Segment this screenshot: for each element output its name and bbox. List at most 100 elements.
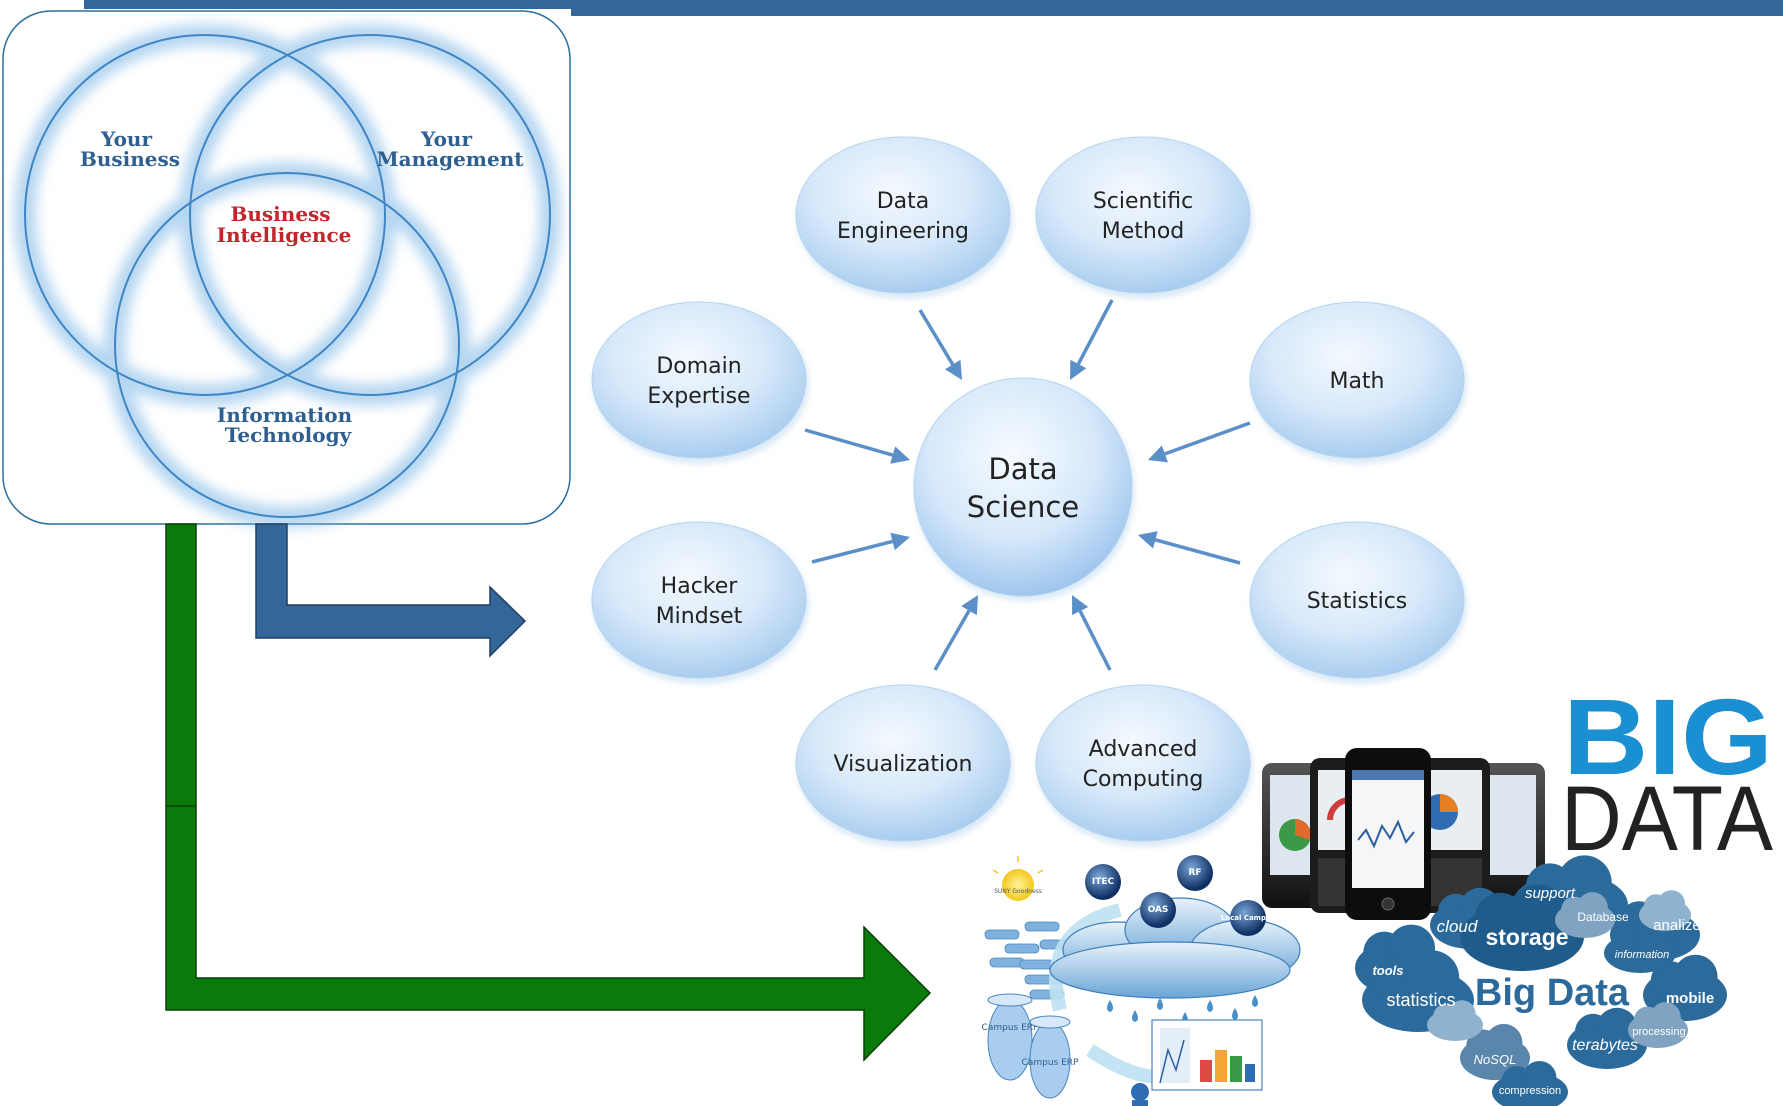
arrow-statistics <box>1154 538 1241 565</box>
bubble-label-advanced-computing-2: Computing <box>1083 767 1204 792</box>
bubble-label-advanced-computing-1: Advanced <box>1089 737 1198 762</box>
word-cloud-shape <box>1427 1000 1483 1041</box>
svg-text:Your Management: Your Management <box>377 127 525 171</box>
bubble-label-domain-expertise-2: Expertise <box>647 384 750 409</box>
arrowhead-scientific-method <box>1070 359 1087 380</box>
venn-label-bi-2: Intelligence <box>217 223 352 247</box>
arrow-scientific-method <box>1076 299 1114 365</box>
bubble-label-data-engineering-2: Engineering <box>837 219 969 244</box>
arrow-visualization <box>933 609 971 671</box>
green-arrow <box>165 523 932 1062</box>
arrowhead-domain-expertise <box>890 446 910 464</box>
local-campus-node <box>1230 900 1266 936</box>
bubble-label-scientific-method-1: Scientific <box>1093 189 1193 214</box>
svg-text:OAS: OAS <box>1148 905 1169 915</box>
data-science-diagram: DataEngineeringScientificMethodDomainExp… <box>591 136 1467 847</box>
bubble-visualization: Visualization <box>795 684 1013 847</box>
cloud-word-terabytes: terabytes <box>1572 1037 1638 1054</box>
cloud-word-nosql: NoSQL <box>1474 1052 1517 1067</box>
venn-label-management-2: Management <box>377 147 525 171</box>
bubble-label-data-engineering-1: Data <box>877 189 930 214</box>
data-science-arrows <box>804 299 1251 671</box>
bubble-label-math-1: Math <box>1329 369 1384 394</box>
arrowhead-math <box>1148 445 1168 463</box>
bubble-label-scientific-method-2: Method <box>1102 219 1185 244</box>
word-cloud-shape <box>1460 884 1584 971</box>
bubble-label-hacker-mindset-1: Hacker <box>661 574 739 599</box>
venn-circle-it <box>114 172 460 518</box>
svg-text:Your Business: Your Business <box>80 127 180 171</box>
svg-text:ITEC: ITEC <box>1092 877 1115 887</box>
cloud-word-compression: compression <box>1499 1085 1561 1097</box>
venn-label-it-2: Technology <box>225 423 353 447</box>
word-cloud-shape <box>1555 892 1615 938</box>
cloud-word-mobile: mobile <box>1666 990 1714 1007</box>
arrow-data-engineering <box>918 309 955 366</box>
cloud-word-tools: tools <box>1372 963 1403 978</box>
big-data-logo: BIG DATA <box>1561 676 1774 870</box>
sun-label: SUNY Goodness <box>994 888 1042 895</box>
center-label-1: Data <box>988 452 1057 486</box>
venn-circle-management <box>189 34 551 396</box>
arrowhead-data-engineering <box>945 359 962 380</box>
venn-diagram: Your Business Your Management Business I… <box>2 10 571 528</box>
bubble-label-hacker-mindset-2: Mindset <box>656 604 743 629</box>
arrow-math <box>1164 421 1251 456</box>
venn-label-business-2: Business <box>80 147 180 171</box>
big-data-title: Big Data <box>1475 972 1630 1014</box>
svg-text:Local Campus: Local Campus <box>1221 914 1275 922</box>
smartphones-image <box>1262 748 1545 920</box>
svg-text:Business Intelligence: Business Intelligence <box>217 202 352 247</box>
cloud-word-analize: analize <box>1653 917 1701 934</box>
word-cloud-shape <box>1492 1061 1568 1106</box>
cloud-word-storage: storage <box>1485 924 1568 950</box>
arrowhead-statistics <box>1138 531 1158 549</box>
venn-label-bi-1: Business <box>230 202 330 226</box>
blue-arrow <box>255 523 527 658</box>
bubble-statistics: Statistics <box>1249 521 1467 684</box>
venn-label-it-1: Information <box>217 403 353 427</box>
center-label-2: Science <box>967 490 1079 524</box>
svg-text:Information Technology: Information Technology <box>217 403 359 447</box>
cloud-word-information: information <box>1615 949 1669 961</box>
word-cloud-shape <box>1628 1002 1688 1048</box>
venn-circle-business <box>24 34 386 396</box>
svg-text:RF: RF <box>1188 868 1201 878</box>
campus-cloud-illustration: SUNY Goodness Campus ERP Campus ERP <box>982 855 1301 1106</box>
cloud-word-cloud: cloud <box>1437 917 1478 936</box>
cloud-word-statistics: statistics <box>1386 990 1455 1010</box>
db-label-1: Campus ERP <box>982 1023 1039 1033</box>
arrowhead-visualization <box>961 595 978 616</box>
cloud-word-database: Database <box>1577 910 1629 924</box>
bubble-label-statistics-1: Statistics <box>1307 589 1408 614</box>
word-cloud-shape <box>1567 1007 1647 1069</box>
word-cloud-shape <box>1604 922 1676 973</box>
big-logo-line1: BIG <box>1563 676 1773 797</box>
bubble-label-domain-expertise-1: Domain <box>656 354 741 379</box>
arrowhead-hacker-mindset <box>890 532 910 551</box>
venn-label-management-1: Your <box>420 127 472 151</box>
itec-node <box>1085 864 1121 900</box>
cloud-word-support: support <box>1525 885 1576 902</box>
venn-label-business-1: Your <box>100 127 152 151</box>
bubble-math: Math <box>1249 301 1467 464</box>
arrow-hacker-mindset <box>811 539 893 564</box>
sun-icon <box>1002 869 1034 901</box>
cloud-word-processing: processing <box>1632 1026 1685 1038</box>
rf-node <box>1177 855 1213 891</box>
oas-node <box>1140 892 1176 928</box>
arrowhead-advanced-computing <box>1072 595 1089 616</box>
bubble-label-visualization-1: Visualization <box>834 752 973 777</box>
arrow-domain-expertise <box>804 428 894 457</box>
word-cloud-shape <box>1639 890 1691 931</box>
db-label-2: Campus ERP <box>1022 1058 1079 1068</box>
arrow-advanced-computing <box>1078 610 1112 671</box>
